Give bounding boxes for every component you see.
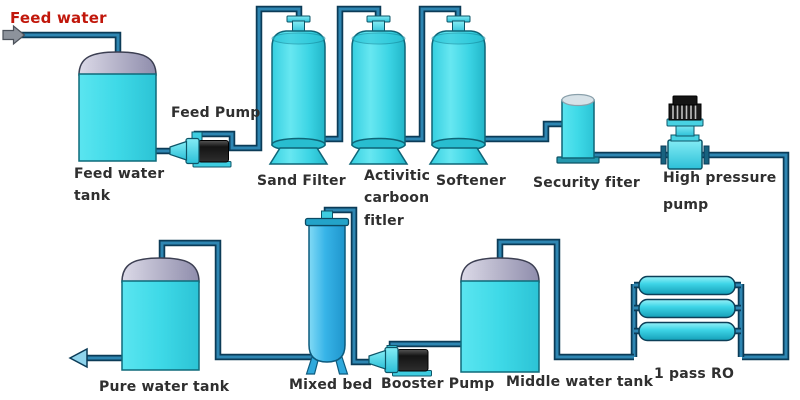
vessel-skirt [348, 147, 409, 165]
vessel-skirt [428, 147, 489, 165]
pump-suction-cone [368, 349, 387, 370]
feed-water-tank [78, 51, 157, 162]
column-lid [304, 217, 350, 227]
sand-filter-vessel [268, 15, 329, 165]
motor-fin-lines [672, 105, 697, 119]
pipe-ro-to-middletank [498, 240, 634, 359]
motor-cap [672, 95, 698, 106]
tank-body [121, 280, 200, 371]
high-pressure-pump [660, 95, 710, 170]
vessel-shoulder [431, 32, 486, 45]
ro-membrane-tube [638, 298, 736, 319]
label-feed-water-inlet: Feed water [10, 9, 107, 27]
tank-dome [460, 257, 540, 283]
label-feed-water-tank: Feed water tank [74, 166, 165, 205]
pump-head [384, 346, 399, 374]
filter-body [561, 99, 595, 159]
pipe-softener-to-securityfilter [481, 122, 570, 141]
mixed-bed-column [304, 210, 350, 375]
vessel-body [271, 30, 326, 146]
vessel-body [431, 30, 486, 146]
pipe-flange [703, 145, 710, 165]
label-high-pressure-pump: High pressure pump [663, 170, 777, 214]
label-1-pass-ro: 1 pass RO [654, 366, 735, 382]
pump-motor [397, 349, 429, 372]
filter-top [561, 93, 595, 107]
label-middle-water-tank: Middle water tank [506, 374, 654, 390]
vessel-skirt [268, 147, 329, 165]
pump-neck [675, 124, 695, 137]
tank-dome [121, 257, 200, 283]
pump-motor [198, 140, 229, 163]
outlet-flow-arrow [68, 347, 88, 369]
feed-pump [169, 131, 232, 168]
label-pure-water-tank: Pure water tank [99, 379, 230, 395]
label-security-filter: Security fiter [533, 175, 641, 191]
pump-head [185, 137, 200, 165]
pump-suction-cone [169, 140, 188, 161]
softener-vessel [428, 15, 489, 165]
ro-membrane-unit [638, 275, 736, 342]
tank-body [78, 73, 157, 162]
vessel-shoulder [351, 32, 406, 45]
vessel-shoulder [271, 32, 326, 45]
pipe-feedpump-to-sandfilter [195, 7, 301, 150]
label-carbon-filter: Activitic carboon fitler [364, 168, 431, 229]
pipe-carbonfilter-to-softener [401, 7, 460, 141]
pipe-network [6, 5, 790, 366]
label-sand-filter: Sand Filter [257, 173, 346, 189]
pipe-sandfilter-to-carbonfilter [322, 7, 380, 141]
label-booster-pump: Booster Pump [381, 376, 495, 392]
pure-water-tank [121, 257, 200, 371]
tank-dome [78, 51, 157, 76]
carbon-filter-vessel [348, 15, 409, 165]
label-mixed-bed: Mixed bed [289, 377, 373, 393]
pipe-mixedbed-to-puretank [160, 241, 312, 359]
column-body [308, 224, 346, 363]
inlet-flow-arrow [2, 24, 26, 46]
label-feed-pump: Feed Pump [171, 105, 261, 121]
middle-water-tank [460, 257, 540, 373]
label-softener: Softener [436, 173, 506, 189]
booster-pump [368, 345, 432, 377]
security-filter [556, 93, 600, 164]
tank-body [460, 280, 540, 373]
ro-membrane-tube [638, 275, 736, 296]
vessel-body [351, 30, 406, 146]
pipe-flange [660, 145, 667, 165]
ro-membrane-tube [638, 321, 736, 342]
